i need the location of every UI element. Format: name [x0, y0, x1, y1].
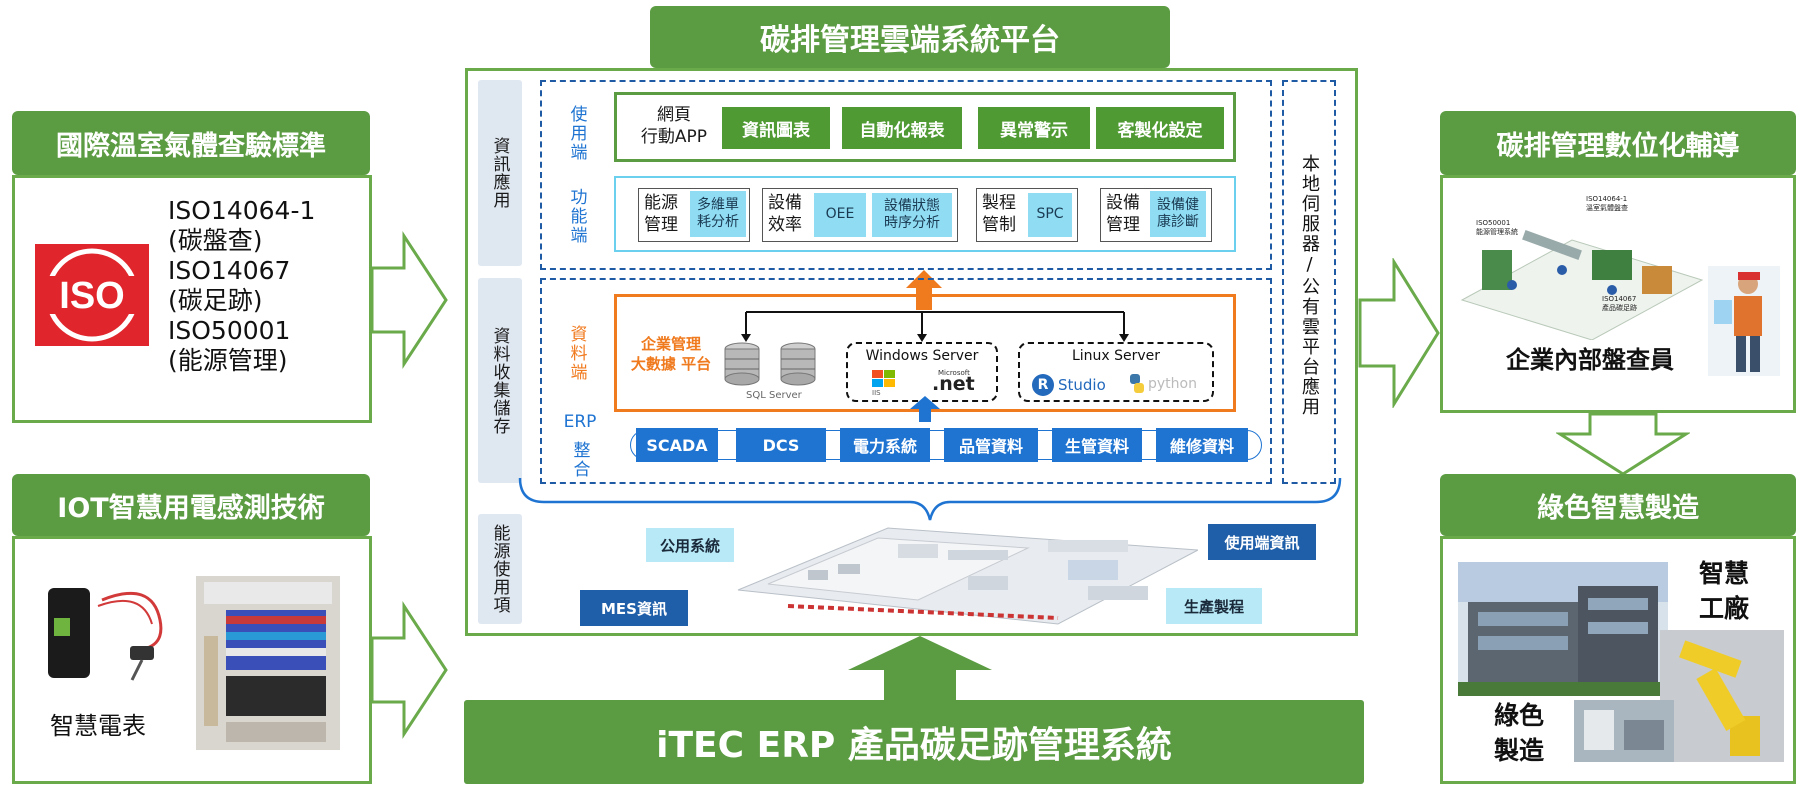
- right-arrow-outline: [370, 230, 448, 370]
- svg-text:ISO: ISO: [59, 275, 124, 317]
- smart-meter-image: [48, 588, 163, 681]
- iso14064-label: ISO14064-1: [168, 196, 316, 225]
- dotnet-logo: .net: [932, 373, 975, 395]
- erp-dcs[interactable]: DCS: [736, 428, 826, 462]
- platform-title: 碳排管理雲端系統平台: [650, 6, 1170, 68]
- iso14064-tag: ISO14064-1: [1586, 195, 1628, 203]
- electrical-panel-image: [196, 576, 340, 750]
- python-icon: [1130, 374, 1144, 393]
- spc-label: SPC: [1028, 193, 1072, 237]
- iso14064-desc: (碳盤查): [168, 226, 263, 255]
- erp-quality-data[interactable]: 品管資料: [944, 428, 1038, 462]
- robot-arm-image: [1660, 630, 1784, 762]
- erp-integration-label: 整合: [569, 441, 590, 479]
- iso14067-label: ISO14067: [168, 256, 291, 285]
- cloud-server-region: [1282, 80, 1336, 484]
- up-arrow-blue: [910, 396, 940, 422]
- equipment-efficiency-title: 設備 效率: [768, 193, 802, 236]
- iso14067-tag: ISO14067: [1602, 295, 1637, 303]
- equipment-timeline-analysis: 設備狀態 時序分析: [872, 193, 952, 237]
- platform-connectors: [741, 311, 1129, 342]
- process-control-card: [976, 188, 1078, 242]
- left-top-title: 國際溫室氣體查驗標準: [12, 111, 370, 175]
- energy-mgmt-sub: 多維單 耗分析: [690, 191, 746, 237]
- down-arrow-outline: [1556, 412, 1690, 476]
- function-end-label: 功能端: [566, 187, 587, 245]
- erp-maintenance-data[interactable]: 維修資料: [1156, 428, 1248, 462]
- user-end-label: 使用端: [566, 104, 587, 162]
- iis-label: IIS: [872, 389, 881, 397]
- iso-list: ISO14064-1 (碳盤查) ISO14067 (碳足跡) ISO50001…: [168, 196, 315, 376]
- left-bottom-title: IOT智慧用電感測技術: [12, 474, 370, 536]
- equipment-mgmt-card: [1100, 188, 1212, 242]
- data-region: [540, 278, 1272, 484]
- linux-server-box: [1018, 342, 1214, 402]
- big-data-platform-label: 企業管理 大數據 平台: [630, 335, 712, 374]
- iso50001-desc: (能源管理): [168, 346, 288, 375]
- equipment-efficiency-card: [762, 188, 958, 242]
- ghg-inventory-tag: 溫室氣體盤查: [1586, 204, 1628, 212]
- side-tab-data-collect: 資料收集儲存: [478, 278, 522, 483]
- iso50001-tag: ISO50001: [1476, 219, 1511, 227]
- side-tab-energy: 能源使用項: [478, 514, 522, 624]
- smart-factory-label: 智慧 工廠: [1698, 559, 1749, 623]
- public-system-label: 公用系統: [646, 528, 734, 562]
- production-process-label: 生產製程: [1166, 588, 1262, 624]
- linux-server-label: Linux Server: [1071, 348, 1161, 364]
- alert-button[interactable]: 異常警示: [978, 107, 1090, 149]
- info-chart-button[interactable]: 資訊圖表: [722, 107, 830, 149]
- iso14067-desc: (碳足跡): [168, 286, 263, 315]
- iso50001-label: ISO50001: [168, 316, 291, 345]
- iso-logo: ISO: [35, 244, 149, 346]
- erp-production-data[interactable]: 生管資料: [1052, 428, 1142, 462]
- carbon-footprint-tag: 產品碳足跡: [1602, 304, 1637, 312]
- database-icon: [724, 342, 760, 386]
- energy-mgmt-card: [638, 188, 750, 242]
- energy-mgmt-title: 能源 管理: [644, 193, 678, 236]
- equipment-health-diagnosis: 設備健 康診斷: [1150, 191, 1206, 237]
- green-manufacturing-label: 綠色 製造: [1482, 698, 1556, 778]
- energy-system-tag: 能源管理系統: [1476, 228, 1518, 236]
- windows-server-label: Windows Server: [865, 348, 979, 364]
- erp-scada[interactable]: SCADA: [636, 428, 718, 462]
- green-manufacturing-floor-image: [1574, 700, 1674, 762]
- factory-illustration: [737, 527, 1198, 625]
- equipment-mgmt-title: 設備 管理: [1106, 193, 1140, 236]
- custom-settings-button[interactable]: 客製化設定: [1096, 107, 1224, 149]
- factory-line-illustration: [1460, 230, 1704, 340]
- smart-factory-building-image: [1458, 562, 1668, 696]
- r-logo-icon: R: [1032, 374, 1054, 396]
- mes-info-label: MES資訊: [580, 590, 688, 626]
- python-label: python: [1148, 376, 1197, 392]
- function-row: [614, 176, 1236, 252]
- inspector-person-image: [1708, 266, 1780, 376]
- brace-connector: [518, 477, 1342, 521]
- iis-icon: [872, 370, 895, 387]
- side-tab-info-apps: 資訊應用: [478, 80, 522, 266]
- web-mobile-app-label: 網頁 行動APP: [640, 105, 708, 148]
- erp-label: ERP: [563, 412, 597, 432]
- right-bottom-title: 綠色智慧製造: [1440, 474, 1796, 536]
- erp-power-system[interactable]: 電力系統: [840, 428, 930, 462]
- data-end-label: 資料端: [566, 324, 587, 382]
- user-end-info-label: 使用端資訊: [1208, 524, 1316, 560]
- oee-label: OEE: [814, 193, 866, 237]
- microsoft-label: Microsoft: [938, 369, 970, 377]
- up-arrow-orange: [906, 270, 942, 310]
- database-icon: [780, 342, 816, 386]
- right-arrow-outline: [370, 600, 448, 740]
- right-top-title: 碳排管理數位化輔導: [1440, 111, 1796, 175]
- erp-system-title: iTEC ERP 產品碳足跡管理系統: [464, 700, 1364, 784]
- user-row: [614, 92, 1236, 162]
- up-arrow-green: [848, 636, 992, 702]
- auto-report-button[interactable]: 自動化報表: [842, 107, 962, 149]
- process-control-title: 製程 管制: [982, 193, 1016, 236]
- right-arrow-outline: [1358, 258, 1440, 408]
- internal-inspector-caption: 企業內部盤查員: [1506, 346, 1674, 374]
- smart-meter-caption: 智慧電表: [50, 712, 146, 740]
- application-region: [540, 80, 1272, 270]
- rstudio-label: Studio: [1058, 376, 1106, 394]
- sql-server-label: SQL Server: [746, 390, 802, 401]
- cloud-server-label: 本地伺服器/公有雲平台應用: [1299, 153, 1320, 417]
